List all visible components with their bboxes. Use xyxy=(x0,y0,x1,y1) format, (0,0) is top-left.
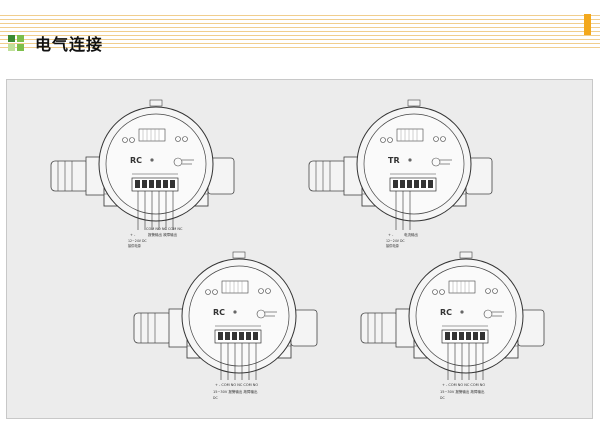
output-caption: 15~30V 报警输出 故障输出 xyxy=(213,389,258,394)
sub-caption: DC xyxy=(213,396,218,400)
wire-label: + - COM NO NC COM NO xyxy=(215,383,258,387)
page-title: 电气连接 xyxy=(35,35,104,54)
output-caption: 电流输出 xyxy=(404,232,418,237)
output-wires xyxy=(137,191,174,230)
output-caption: 报警输出 故障输出 xyxy=(148,232,178,237)
header-accent-bar xyxy=(584,14,591,35)
output-wires xyxy=(447,343,484,380)
device-type-label: TR xyxy=(388,156,400,165)
header-square-icon xyxy=(8,35,15,42)
device-type-label: RC xyxy=(213,308,225,317)
wire-label: + - COM NO NC COM NO xyxy=(442,383,485,387)
header-square-icon xyxy=(8,44,15,51)
section-header: 电气连接 xyxy=(0,0,600,70)
header-square-icon xyxy=(17,35,24,42)
diagram-panel: RC COM NO NC COM NC + - 报警输出 故障输出 12~24V… xyxy=(6,79,593,419)
power-label: 12~24V DC xyxy=(128,239,147,243)
power-polarity: + - xyxy=(388,233,394,237)
device-2: TR + - 电流输出 12~24V DC 接供电源 xyxy=(308,99,493,248)
device-3: RC + - COM NO NC COM NO 15~30V 报警输出 故障输出… xyxy=(133,251,318,400)
power-label: 12~24V DC xyxy=(386,239,405,243)
device-1: RC COM NO NC COM NC + - 报警输出 故障输出 12~24V… xyxy=(50,99,235,248)
sub-caption: DC xyxy=(440,396,445,400)
header-square-icon xyxy=(17,44,24,51)
output-wires xyxy=(395,191,411,230)
device-type-label: RC xyxy=(130,156,142,165)
output-wires xyxy=(220,343,257,380)
device-4: RC + - COM NO NC COM NO 15~30V 报警输出 故障输出… xyxy=(360,251,545,400)
output-caption: 15~30V 报警输出 故障输出 xyxy=(440,389,485,394)
wire-label: COM NO NC COM NC xyxy=(146,227,183,231)
power-note: 接供电源 xyxy=(128,243,142,248)
power-polarity: + - xyxy=(130,233,136,237)
power-note: 接供电源 xyxy=(386,243,400,248)
device-type-label: RC xyxy=(440,308,452,317)
wiring-diagram: RC COM NO NC COM NC + - 报警输出 故障输出 12~24V… xyxy=(50,99,545,400)
